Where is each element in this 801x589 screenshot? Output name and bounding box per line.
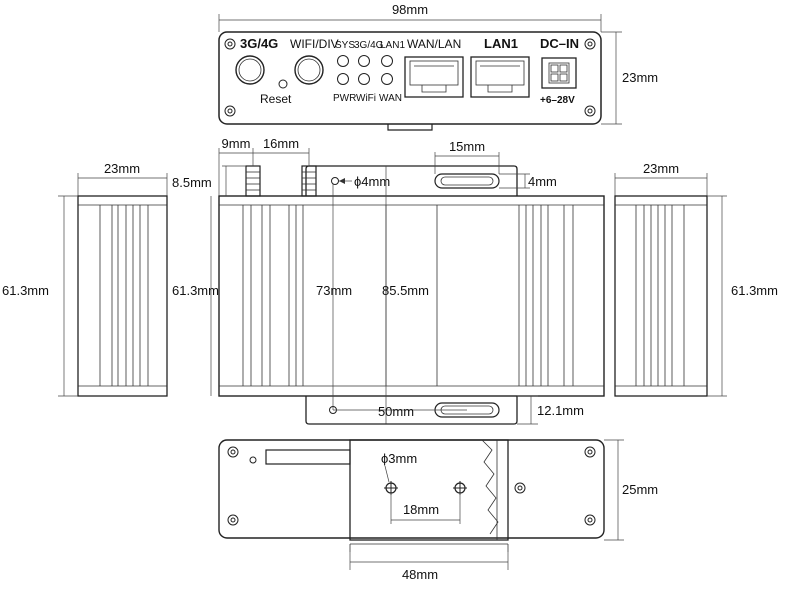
bracket-hole-icon (331, 177, 339, 185)
depth-dim: 25mm (622, 482, 658, 497)
label-lan1-led: LAN1 (380, 40, 405, 51)
reset-hole-icon (278, 79, 288, 89)
label-wifi-div: WIFI/DIV (290, 37, 339, 51)
label-pwr: PWR (333, 93, 356, 104)
front-screw-icon (224, 38, 596, 117)
antenna-connector-icon (235, 55, 324, 85)
hole-spacing-dim: 18mm (403, 502, 439, 517)
bottom-view: ϕ3mm 18mm 48mm 25mm (218, 439, 658, 582)
label-dc-in: DC–IN (540, 36, 579, 51)
bottom-screw-icon (227, 446, 596, 526)
bottom-hole-diameter-dim: ϕ3mm (381, 451, 417, 466)
slot-width-dim: 4mm (528, 174, 557, 189)
right-width-dim: 23mm (643, 161, 679, 176)
front-panel-body (218, 31, 602, 125)
body-height-dim: 61.3mm (172, 283, 219, 298)
mount-hole-crosshair-icon (384, 481, 467, 495)
bottom-flange-dim: 12.1mm (537, 403, 584, 418)
hole-diameter-dim: ϕ4mm (354, 174, 390, 189)
led-indicators-icon (337, 55, 393, 85)
label-strip (265, 449, 351, 465)
front-height-dim: 23mm (622, 70, 658, 85)
bottom-slot-length-dim: 50mm (378, 404, 414, 419)
left-height-dim: 61.3mm (2, 283, 49, 298)
antenna-spacing-dim: 9mm (222, 136, 251, 151)
front-width-dim: 98mm (392, 2, 428, 17)
label-wan: WAN (379, 93, 402, 104)
label-reset: Reset (260, 92, 292, 106)
right-height-dim: 61.3mm (731, 283, 778, 298)
bracket-slot-icon (434, 173, 500, 189)
label-3g4g: 3G/4G (240, 36, 278, 51)
bracket-height-dim: 73mm (316, 283, 352, 298)
front-panel-view: 98mm 3G/4G WIFI/DIV SYS 3G/4G LAN1 WAN/L… (218, 2, 658, 131)
dc-power-connector-icon (541, 57, 577, 89)
overall-height-dim: 85.5mm (382, 283, 429, 298)
left-side-view: 23mm 61.3mm (2, 161, 168, 397)
bracket-width-dim: 48mm (402, 567, 438, 582)
right-side-view: 23mm 61.3mm (614, 161, 778, 397)
main-top-view: ϕ4mm 15mm 4mm 9mm 16mm (172, 136, 605, 425)
label-led-3g4g: 3G/4G (354, 40, 384, 51)
left-width-dim: 23mm (104, 161, 140, 176)
antenna-offset-dim: 16mm (263, 136, 299, 151)
label-voltage: +6–28V (540, 95, 575, 106)
label-wan-lan: WAN/LAN (407, 37, 461, 51)
top-mount-bracket (305, 165, 518, 196)
bottom-mount-bracket (305, 396, 518, 425)
label-sys: SYS (335, 40, 355, 51)
label-wifi: WiFi (356, 93, 376, 104)
antenna-height-dim: 8.5mm (172, 175, 212, 190)
rj45-port-icon (404, 56, 530, 98)
label-lan1: LAN1 (484, 36, 518, 51)
slot-length-dim: 15mm (449, 139, 485, 154)
bottom-mount-plate (349, 439, 509, 541)
